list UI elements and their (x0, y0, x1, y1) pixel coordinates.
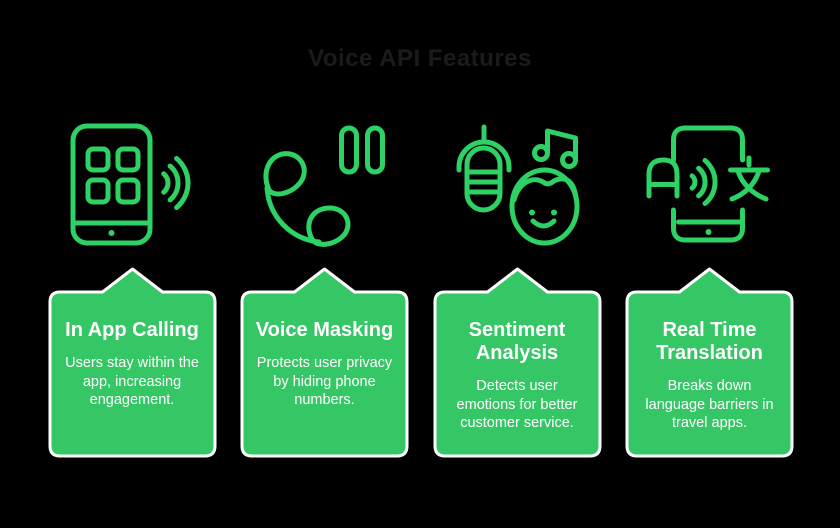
feature-card: Voice Masking Protects user privacy by h… (242, 292, 407, 456)
card-bubble-shape (433, 267, 601, 458)
feature-description: Protects user privacy by hiding phone nu… (256, 355, 393, 408)
card-bubble-shape (48, 267, 216, 458)
smartphone-sound-waves-icon (70, 123, 191, 246)
feature-description: Detects user emotions for better custome… (456, 378, 578, 431)
feature-description: Breaks down language barriers in travel … (645, 378, 774, 431)
microphone-face-music-icon (456, 124, 580, 246)
card-bubble-shape (240, 267, 409, 458)
feature-title: Voice Masking (255, 319, 394, 341)
page-title: Voice API Features (308, 45, 532, 72)
feature-description: Users stay within the app, increasing en… (65, 355, 199, 408)
card-bubble-shape (625, 267, 794, 458)
phone-handset-pause-icon (262, 125, 385, 247)
phone-translation-icon (646, 125, 770, 243)
feature-card: Sentiment Analysis Detects user emotions… (435, 292, 600, 456)
feature-title: Sentiment Analysis (468, 319, 566, 364)
feature-card: In App Calling Users stay within the app… (50, 292, 215, 456)
feature-title: Real Time Translation (656, 319, 763, 364)
feature-card: Real Time Translation Breaks down langua… (627, 292, 792, 456)
feature-title: In App Calling (65, 319, 199, 341)
